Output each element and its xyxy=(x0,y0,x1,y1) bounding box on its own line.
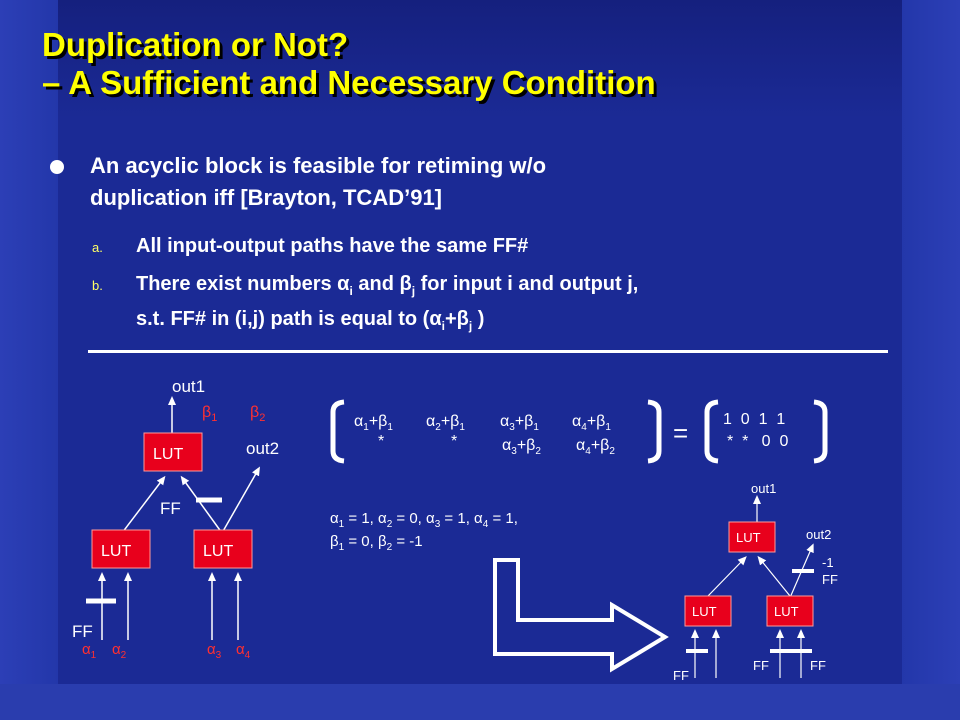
matrix-cell-1-1: α1+β1 xyxy=(354,413,393,433)
right-wire-lut1-to-top xyxy=(707,556,747,597)
right-top-lut-label: LUT xyxy=(736,530,761,545)
matrix-cell-2-3: α3+β2 xyxy=(502,437,541,457)
matrix-left-close-bracket xyxy=(647,399,662,464)
left-ff-mid-label: FF xyxy=(160,499,181,518)
slide-title: Duplication or Not? – A Sufficient and N… xyxy=(42,26,656,102)
background-top-band xyxy=(0,0,960,118)
sub-item-b-part: +β xyxy=(444,308,469,330)
divider-rule xyxy=(88,350,888,353)
right-out2-wire xyxy=(788,543,814,601)
sub-item-b-text: There exist numbers αi and βj for input … xyxy=(136,270,936,340)
matrix-cell-2-1: * xyxy=(378,433,384,450)
matrix-cell-2-4: α4+β2 xyxy=(576,437,615,457)
left-lut-2-label: LUT xyxy=(203,543,233,560)
left-alpha4-label: α4 xyxy=(236,641,251,661)
main-bullet-line-2: duplication iff [Brayton, TCAD’91] xyxy=(90,185,442,210)
right-minus1-label: -1 xyxy=(822,555,834,570)
left-top-lut xyxy=(143,432,203,472)
right-lut-1 xyxy=(684,595,732,627)
right-ff-side-label: FF xyxy=(822,572,838,587)
matrix-left-open-bracket xyxy=(330,399,345,464)
sub-item-b-part: There exist numbers α xyxy=(136,273,350,295)
sub-item-b-sub-j: j xyxy=(468,319,473,333)
transform-arrow xyxy=(493,558,669,673)
left-lut-1-label: LUT xyxy=(101,543,131,560)
background-bottom-band xyxy=(0,684,960,720)
matrix-cell-2-2: * xyxy=(451,433,457,450)
left-alpha3-label: α3 xyxy=(207,641,222,661)
right-out2-label: out2 xyxy=(806,527,831,542)
solution-line-1: α1 = 1, α2 = 0, α3 = 1, α4 = 1, xyxy=(330,510,518,530)
matrix-cell-1-4: α4+β1 xyxy=(572,413,611,433)
left-beta1-label: β1 xyxy=(202,404,217,424)
left-lut-1 xyxy=(91,529,151,569)
matrix-result-row-1: 1 0 1 1 xyxy=(723,411,785,428)
left-lut-2 xyxy=(193,529,253,569)
background-left-band xyxy=(0,0,58,720)
left-out2-label: out2 xyxy=(246,439,279,458)
title-line-1: Duplication or Not? xyxy=(42,26,349,63)
matrix-cell-1-3: α3+β1 xyxy=(500,413,539,433)
sub-item-b-part: for input i and output j, xyxy=(415,273,639,295)
left-top-lut-label: LUT xyxy=(153,446,183,463)
left-alpha2-label: α2 xyxy=(112,641,127,661)
title-line-2: – A Sufficient and Necessary Condition xyxy=(42,64,656,101)
sub-item-b-part: ) xyxy=(472,308,485,330)
right-ff-label-2: FF xyxy=(753,658,769,673)
left-beta2-label: β2 xyxy=(250,404,265,424)
sub-item-b-letter: b. xyxy=(92,278,103,293)
left-out1-label: out1 xyxy=(172,377,205,396)
matrix-right-open-bracket xyxy=(704,399,719,464)
left-ff-bottom-label: FF xyxy=(72,622,93,641)
equals-sign: = xyxy=(673,418,688,448)
background-right-band xyxy=(902,0,960,720)
matrix-cell-1-2: α2+β1 xyxy=(426,413,465,433)
right-lut-2-label: LUT xyxy=(774,604,799,619)
sub-item-b-sub-j: j xyxy=(411,284,416,298)
sub-item-b-part: s.t. FF# in (i,j) path is equal to (α xyxy=(136,308,442,330)
matrix-result-row-2: * * 0 0 xyxy=(727,433,788,450)
bullet-dot xyxy=(50,160,64,174)
right-lut-1-label: LUT xyxy=(692,604,717,619)
sub-item-a-letter: a. xyxy=(92,240,103,255)
sub-item-b-sub-i: i xyxy=(349,284,353,298)
left-alpha1-label: α1 xyxy=(82,641,97,661)
right-ff-label-3: FF xyxy=(810,658,826,673)
sub-item-b-part: and β xyxy=(352,273,412,295)
left-wire-lut1-to-top xyxy=(121,475,166,534)
right-wire-lut2-to-top xyxy=(757,555,791,597)
right-lut-2 xyxy=(766,595,814,627)
solution-values: α1 = 1, α2 = 0, α3 = 1, α4 = 1, β1 = 0, … xyxy=(330,510,518,553)
sub-item-b-sub-i: i xyxy=(441,319,445,333)
sub-item-a-text: All input-output paths have the same FF# xyxy=(136,235,529,257)
matrix-equation: α1+β1 α2+β1 α3+β1 α4+β1 * * α3+β2 α4+β2 … xyxy=(330,399,828,464)
left-out2-wire xyxy=(221,466,260,534)
right-top-lut xyxy=(728,521,776,553)
right-out1-label: out1 xyxy=(751,481,776,496)
sub-item-a: a. All input-output paths have the same F… xyxy=(92,232,528,262)
left-wire-lut2-to-top xyxy=(180,475,223,534)
main-bullet-line-1: An acyclic block is feasible for retimin… xyxy=(90,153,547,178)
right-circuit: out1 out2 -1 FF LUT LUT LUT FF FF FF xyxy=(673,481,838,683)
matrix-right-close-bracket xyxy=(813,399,828,464)
sub-item-b: b.There exist numbers αi and βj for inpu… xyxy=(92,270,936,340)
main-bullet-text: An acyclic block is feasible for retimin… xyxy=(90,150,900,214)
right-ff-label-1: FF xyxy=(673,668,689,683)
left-circuit: out1 β1 β2 out2 LUT FF LUT LUT FF α1 α2 … xyxy=(72,377,279,661)
solution-line-2: β1 = 0, β2 = -1 xyxy=(330,533,423,553)
